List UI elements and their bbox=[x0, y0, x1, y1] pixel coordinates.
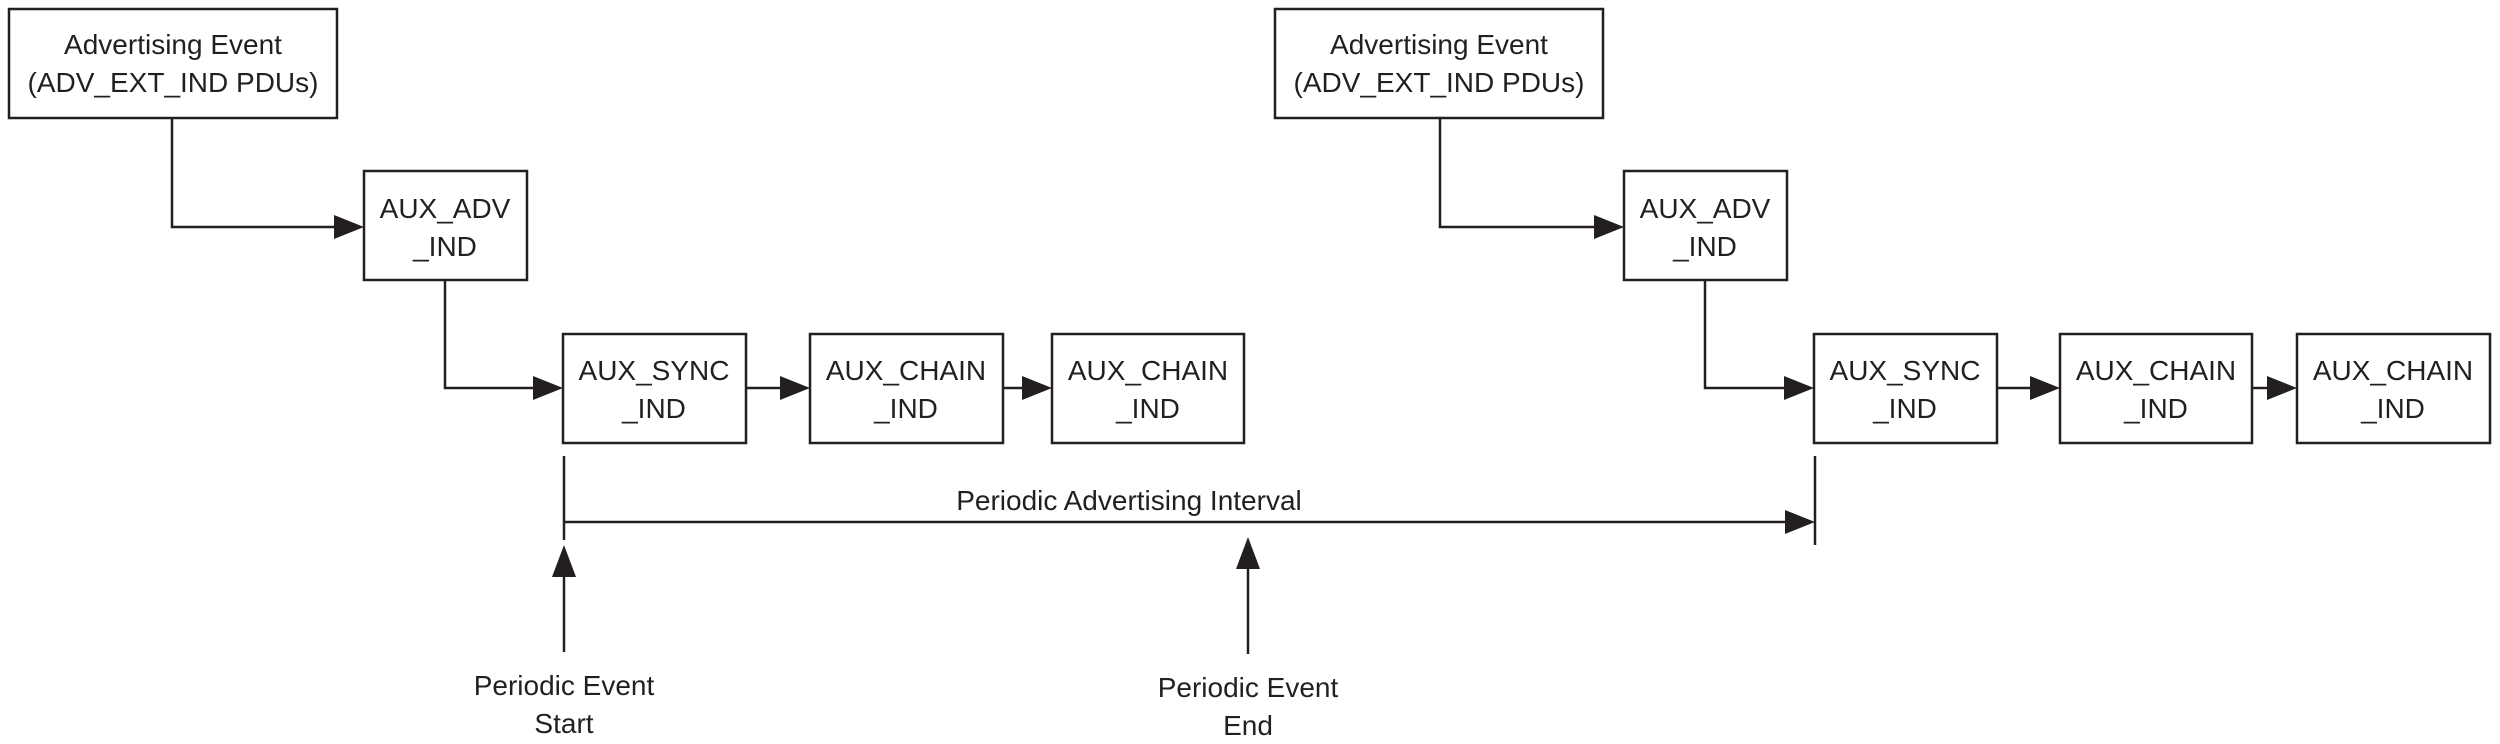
aux-chain-ind-box-1a: AUX_CHAIN _IND bbox=[808, 332, 1005, 445]
connector-aux-sync-to-aux-chain-1 bbox=[746, 376, 810, 400]
aux-sync-ind-box-1: AUX_SYNC _IND bbox=[561, 332, 748, 445]
interval-arrow bbox=[564, 510, 1815, 534]
aux-chain-ind-1a-label-line2: _IND bbox=[873, 393, 938, 424]
connector-aux-adv-to-aux-sync-1 bbox=[443, 280, 563, 400]
periodic-event-start-arrow bbox=[552, 545, 576, 652]
advertising-event-1-label-line1: Advertising Event bbox=[64, 29, 282, 60]
aux-sync-ind-2-label-line2: _IND bbox=[1872, 393, 1937, 424]
advertising-event-2-label-line1: Advertising Event bbox=[1330, 29, 1548, 60]
aux-sync-ind-1-label-line1: AUX_SYNC bbox=[579, 355, 730, 386]
aux-chain-ind-2b-label-line2: _IND bbox=[2360, 393, 2425, 424]
aux-chain-ind-1a-label-line1: AUX_CHAIN bbox=[826, 355, 986, 386]
advertising-event-box-2: Advertising Event (ADV_EXT_IND PDUs) bbox=[1273, 7, 1605, 120]
connector-aux-chain-to-aux-chain-2 bbox=[2252, 376, 2297, 400]
aux-chain-ind-2a-label-line2: _IND bbox=[2123, 393, 2188, 424]
periodic-event-end-label-line1: Periodic Event bbox=[1158, 672, 1339, 703]
aux-adv-ind-2-label-line2: _IND bbox=[1672, 231, 1737, 262]
aux-adv-ind-box-1: AUX_ADV _IND bbox=[362, 169, 529, 282]
aux-chain-ind-1b-label-line1: AUX_CHAIN bbox=[1068, 355, 1228, 386]
aux-chain-ind-2b-label-line1: AUX_CHAIN bbox=[2313, 355, 2473, 386]
periodic-event-start-label-line1: Periodic Event bbox=[474, 670, 655, 701]
periodic-event-end-arrow bbox=[1236, 537, 1260, 654]
aux-chain-ind-box-2b: AUX_CHAIN _IND bbox=[2295, 332, 2492, 445]
connector-aux-adv-to-aux-sync-2 bbox=[1703, 280, 1814, 400]
aux-adv-ind-2-label-line1: AUX_ADV bbox=[1640, 193, 1771, 224]
connector-aux-chain-to-aux-chain-1 bbox=[1003, 376, 1052, 400]
aux-adv-ind-1-label-line2: _IND bbox=[412, 231, 477, 262]
aux-adv-ind-box-2: AUX_ADV _IND bbox=[1622, 169, 1789, 282]
periodic-event-start-label-line2: Start bbox=[534, 708, 593, 739]
aux-chain-ind-1b-label-line2: _IND bbox=[1115, 393, 1180, 424]
aux-sync-ind-box-2: AUX_SYNC _IND bbox=[1812, 332, 1999, 445]
aux-chain-ind-box-1b: AUX_CHAIN _IND bbox=[1050, 332, 1246, 445]
advertising-event-2-label-line2: (ADV_EXT_IND PDUs) bbox=[1294, 67, 1585, 98]
connector-aux-sync-to-aux-chain-2 bbox=[1997, 376, 2060, 400]
connector-adv-to-aux-adv-2 bbox=[1438, 118, 1624, 239]
aux-adv-ind-1-label-line1: AUX_ADV bbox=[380, 193, 511, 224]
aux-sync-ind-1-label-line2: _IND bbox=[621, 393, 686, 424]
advertising-event-box-1: Advertising Event (ADV_EXT_IND PDUs) bbox=[7, 7, 339, 120]
periodic-advertising-interval-label: Periodic Advertising Interval bbox=[956, 485, 1302, 516]
advertising-event-1-label-line2: (ADV_EXT_IND PDUs) bbox=[28, 67, 319, 98]
periodic-event-end-label-line2: End bbox=[1223, 710, 1273, 741]
aux-chain-ind-2a-label-line1: AUX_CHAIN bbox=[2076, 355, 2236, 386]
connector-adv-to-aux-adv-1 bbox=[170, 118, 364, 239]
aux-sync-ind-2-label-line1: AUX_SYNC bbox=[1830, 355, 1981, 386]
aux-chain-ind-box-2a: AUX_CHAIN _IND bbox=[2058, 332, 2254, 445]
